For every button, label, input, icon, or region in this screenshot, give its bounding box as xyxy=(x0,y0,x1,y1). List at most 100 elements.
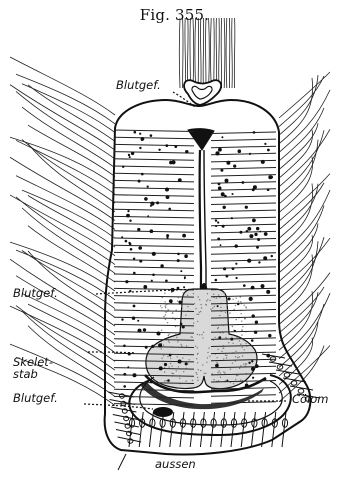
striation-line xyxy=(211,281,276,283)
cilia-strand xyxy=(10,85,115,151)
stipple-dot xyxy=(198,369,199,370)
stipple-dot xyxy=(246,307,247,308)
cell-nucleus-dot xyxy=(152,252,156,256)
stipple-dot xyxy=(218,370,219,371)
cell-nucleus-dot xyxy=(150,205,152,207)
stipple-dot xyxy=(199,312,200,313)
stipple-dot xyxy=(202,364,203,365)
stipple-dot xyxy=(168,340,169,341)
stipple-dot xyxy=(212,373,213,374)
stipple-dot xyxy=(209,300,210,301)
label-aussen: aussen xyxy=(155,458,196,470)
cell-nucleus-dot xyxy=(150,134,153,137)
stipple-dot xyxy=(237,375,238,376)
cell-nucleus-dot xyxy=(141,173,144,176)
cell-nucleus-dot xyxy=(257,238,260,241)
cell-nucleus-dot xyxy=(228,297,231,300)
cell-wall xyxy=(231,412,235,447)
stipple-dot xyxy=(163,316,164,317)
cell-wall xyxy=(116,430,140,435)
cell-wall xyxy=(111,407,136,412)
stipple-dot xyxy=(186,345,187,346)
stipple-dot xyxy=(220,372,221,373)
cilia-strand xyxy=(279,273,330,325)
stipple-dot xyxy=(197,377,198,378)
cilia-strand xyxy=(209,18,210,88)
stipple-dot xyxy=(209,356,210,357)
cell-nucleus-dot xyxy=(247,259,251,263)
stipple-dot xyxy=(181,306,182,307)
cell-nucleus-dot xyxy=(255,321,258,324)
stipple-dot xyxy=(192,337,193,338)
stipple-dot xyxy=(226,357,227,358)
stipple-dot xyxy=(198,314,199,315)
striation-line xyxy=(211,146,276,148)
striation-line xyxy=(211,196,276,198)
stipple-dot xyxy=(203,332,204,333)
stipple-dot xyxy=(200,370,201,371)
stipple-dot xyxy=(197,353,198,354)
label-colom: Cölom xyxy=(292,393,329,405)
striation-line xyxy=(211,395,276,397)
cell-nucleus-dot xyxy=(143,328,146,331)
leader-skeletstab xyxy=(88,352,136,353)
cell-nucleus-dot xyxy=(167,379,170,382)
cell-nucleus-dot xyxy=(122,166,124,168)
stipple-dot xyxy=(232,326,233,327)
stipple-dot xyxy=(242,326,243,327)
cell-nucleus-dot xyxy=(152,274,155,277)
stipple-dot xyxy=(164,301,165,302)
cell-nucleus-dot xyxy=(183,286,185,288)
stipple-dot xyxy=(240,379,241,380)
stipple-dot xyxy=(169,342,170,343)
stipple-dot xyxy=(239,368,240,369)
cilia-strand xyxy=(22,190,115,238)
cell-nucleus-dot xyxy=(169,354,172,357)
cell-nucleus-dot xyxy=(132,317,135,320)
cell-nucleus-dot xyxy=(185,150,188,153)
cell-nucleus-dot xyxy=(178,178,182,182)
stipple-dot xyxy=(165,312,166,313)
cell-nucleus-dot xyxy=(251,339,254,342)
stipple-dot xyxy=(197,321,198,322)
cell-nucleus-dot xyxy=(234,330,236,332)
striation-line xyxy=(114,144,194,146)
cell-nucleus-dot xyxy=(242,181,245,184)
stipple-dot xyxy=(183,371,184,372)
cell-nucleus-dot xyxy=(177,259,180,262)
cell-nucleus-dot xyxy=(218,336,221,339)
cell-nucleus-dot xyxy=(235,263,237,265)
label-blutgef-top: Blutgef. xyxy=(116,79,161,91)
cell-nucleus-dot xyxy=(258,261,260,263)
stipple-dot xyxy=(235,351,236,352)
cell-nucleus-dot xyxy=(217,238,220,241)
cell-nucleus-dot xyxy=(249,153,251,155)
striation-line xyxy=(114,173,194,175)
cell-nucleus-dot xyxy=(157,332,161,336)
cell-nucleus-dot xyxy=(182,234,186,238)
cell-nucleus-dot xyxy=(139,260,142,263)
cell-nucleus-dot xyxy=(180,323,183,326)
cell-wall xyxy=(272,412,276,447)
striation-line xyxy=(114,137,194,139)
cilia-strand xyxy=(234,18,235,88)
stipple-dot xyxy=(226,355,227,356)
cell-nucleus-dot xyxy=(236,277,238,279)
stipple-dot xyxy=(161,330,162,331)
cell-nucleus-dot xyxy=(217,305,219,307)
cell-nucleus-dot xyxy=(151,280,153,282)
cell-nucleus-dot xyxy=(225,179,229,183)
stipple-dot xyxy=(232,343,233,344)
stipple-dot xyxy=(224,372,225,373)
cell-nucleus-dot xyxy=(235,244,238,247)
striation-line xyxy=(211,139,276,141)
stipple-dot xyxy=(165,304,166,305)
cell-nucleus-dot xyxy=(256,246,259,249)
leader-aussen xyxy=(118,454,126,470)
cilia-strand xyxy=(210,18,211,88)
stipple-dot xyxy=(223,358,224,359)
stipple-dot xyxy=(238,301,239,302)
cell-nucleus-dot xyxy=(138,246,142,250)
stipple-dot xyxy=(232,299,233,300)
